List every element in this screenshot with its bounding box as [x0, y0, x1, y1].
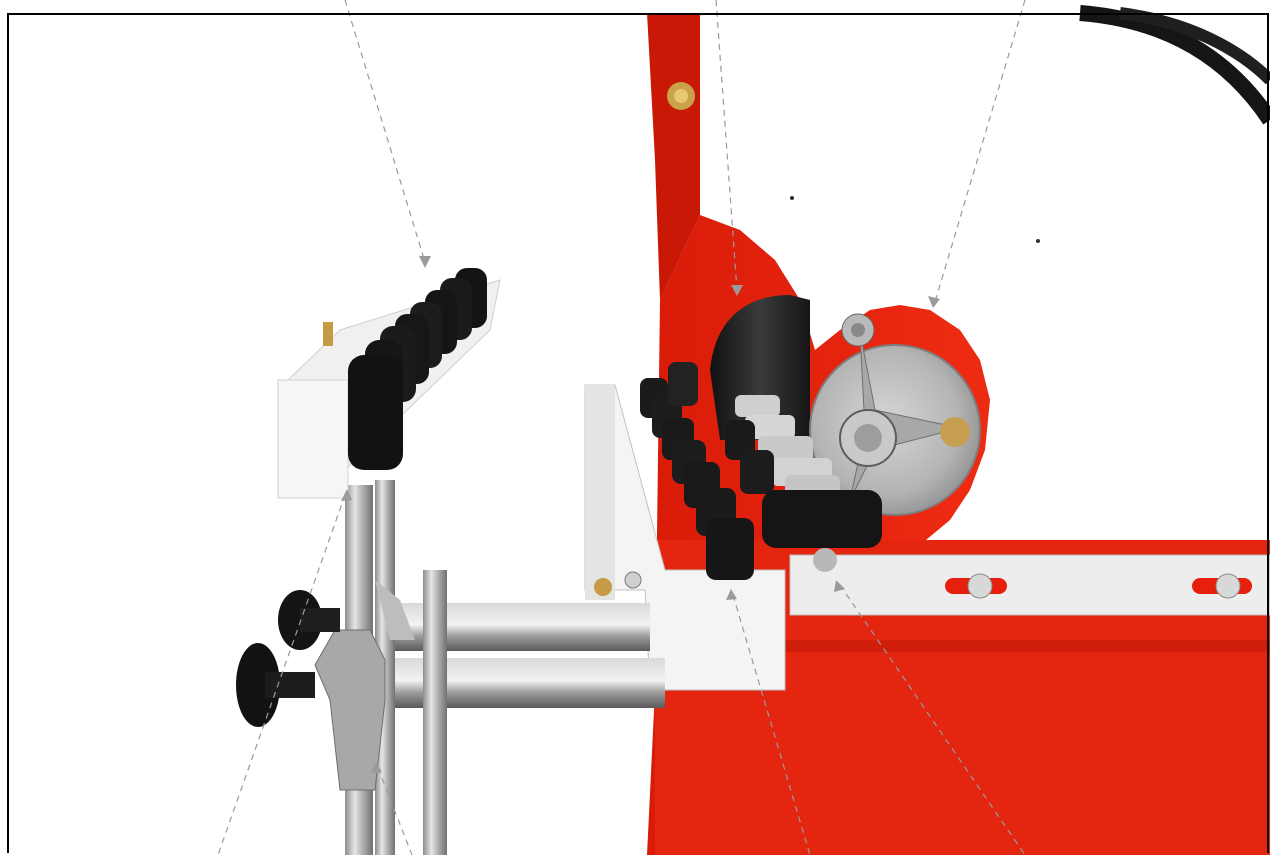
t-clamp: [236, 580, 415, 791]
rail-rollers: [640, 362, 882, 580]
lower-guide-bar: [789, 554, 1270, 616]
clamp-disc: [809, 313, 981, 516]
upper-roller-bracket: [277, 268, 501, 499]
callout-lines: [217, 0, 1026, 855]
callout-arrowheads: [341, 256, 940, 773]
support-arm: [380, 570, 665, 855]
roller-rail: [584, 384, 786, 691]
